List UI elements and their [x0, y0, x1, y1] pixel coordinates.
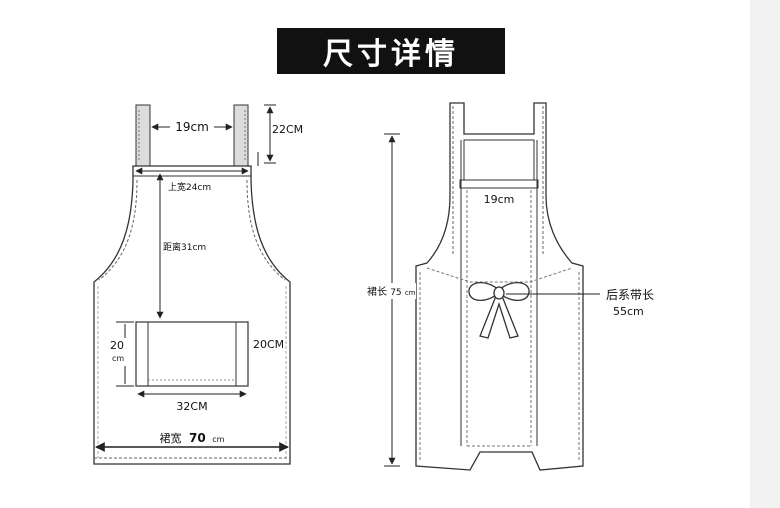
tie-length-label: 后系带长 [606, 288, 654, 302]
distance-label: 距离31cm [163, 241, 206, 253]
back-inner-width-label: 19cm [484, 193, 515, 206]
strap-gap-label: 19cm [175, 120, 209, 134]
page-title: 尺寸详情 [277, 28, 505, 74]
strap-height-label: 22CM [272, 123, 303, 136]
skirt-width-value: 70 [189, 431, 206, 445]
skirt-width-unit: cm [212, 435, 224, 444]
front-apron-outline [93, 165, 291, 465]
pocket-width-label: 32CM [176, 400, 207, 413]
back-length-value: 75 [390, 288, 401, 298]
pocket-side-label: 20CM [253, 338, 284, 351]
pocket-height-unit: cm [112, 354, 124, 363]
skirt-width-word: 裙宽 [160, 431, 182, 445]
front-left-strap [135, 104, 151, 168]
top-width-label: 上宽24cm [168, 181, 211, 193]
back-view: 19cm 裙长 75 cm 后系带长 55cm [366, 102, 654, 471]
skirt-width-text: 裙宽 70 cm [160, 431, 225, 445]
back-length-text: 裙长 75 cm [367, 285, 416, 298]
tie-length-value: 55cm [613, 305, 644, 318]
front-pocket [135, 321, 249, 387]
back-length-unit: cm [405, 289, 416, 297]
back-bow-tie [468, 282, 530, 339]
right-edge-strip [750, 0, 780, 508]
back-length-word: 裙长 [367, 285, 387, 298]
front-view: 19cm 22CM 上宽24cm 距离31cm 20 cm 20CM 32CM … [93, 104, 303, 465]
pocket-height-number: 20 [110, 339, 124, 352]
front-right-strap [233, 104, 249, 168]
